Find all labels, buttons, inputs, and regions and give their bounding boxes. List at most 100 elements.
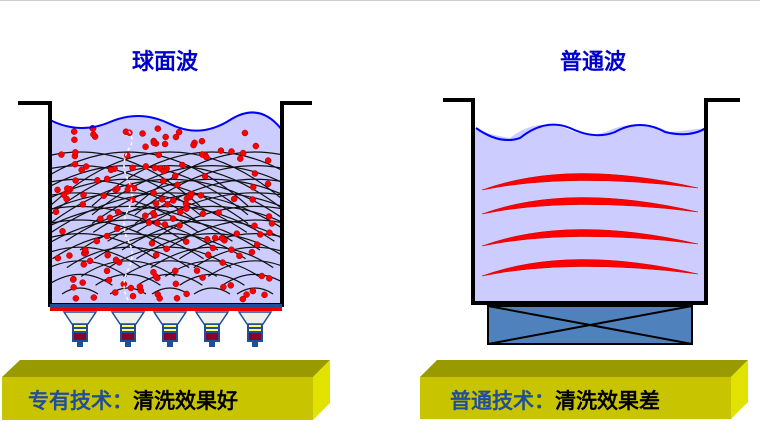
bubble xyxy=(150,189,157,197)
bubble xyxy=(169,197,177,204)
transducer-base xyxy=(164,333,176,340)
bubble xyxy=(188,190,195,198)
bubble xyxy=(114,225,121,232)
bubble xyxy=(71,136,78,144)
transducer-horn xyxy=(110,311,146,325)
transducer-pin xyxy=(252,342,258,347)
bubble xyxy=(264,180,272,188)
bubble xyxy=(70,128,78,135)
bubble xyxy=(237,155,244,162)
bubble xyxy=(152,251,160,259)
bubble xyxy=(217,147,225,154)
bubble xyxy=(129,196,136,203)
bubble xyxy=(111,289,119,296)
bubble xyxy=(156,295,163,302)
bubble xyxy=(215,209,222,216)
bubble xyxy=(183,205,190,212)
bubble xyxy=(160,167,167,175)
right-title: 普通波 xyxy=(559,50,626,75)
bubble xyxy=(158,196,166,203)
spherical-wave-tank xyxy=(18,101,312,347)
bubble xyxy=(257,231,264,238)
left-title: 球面波 xyxy=(131,50,198,75)
bubble xyxy=(205,251,212,259)
transducer-horn xyxy=(152,311,188,325)
wavefront-arc xyxy=(164,219,280,251)
transducer-pin xyxy=(209,342,215,347)
transducer-stripe xyxy=(74,325,86,327)
bubble xyxy=(172,280,180,288)
wavefront-arc xyxy=(121,219,280,251)
bubble xyxy=(258,272,266,280)
bubble xyxy=(268,220,276,227)
left-label-plate xyxy=(2,360,330,420)
bubble xyxy=(176,222,183,229)
bubble xyxy=(72,149,79,156)
bubble xyxy=(94,177,101,184)
bubble xyxy=(105,276,113,284)
bubble xyxy=(211,234,219,242)
bubble xyxy=(112,256,120,264)
wavefront-arc xyxy=(52,205,233,242)
bubble xyxy=(52,208,60,216)
bubble xyxy=(203,153,210,161)
bubble xyxy=(150,139,158,147)
transducer-array xyxy=(62,311,273,347)
bubble xyxy=(107,166,115,174)
bubble xyxy=(190,141,197,149)
bubble xyxy=(70,284,77,291)
bubble xyxy=(175,128,183,136)
bubble xyxy=(54,186,61,194)
bubble xyxy=(79,279,86,286)
bubble xyxy=(183,290,190,298)
bubble xyxy=(251,222,258,230)
transducer xyxy=(194,311,230,347)
transducer-stripe xyxy=(206,329,218,331)
wavefront-arc xyxy=(193,246,280,269)
wave-front xyxy=(481,173,699,191)
transducer xyxy=(62,311,98,347)
bubble xyxy=(90,294,98,301)
bubble xyxy=(228,246,235,253)
bubble xyxy=(193,267,201,274)
wavefront-arc xyxy=(207,260,280,277)
wavefront-arc xyxy=(52,151,201,207)
bubble xyxy=(72,295,80,302)
bubble xyxy=(71,160,79,168)
bubble xyxy=(154,125,162,132)
wavefront-arc xyxy=(135,192,280,233)
wavefront-arc xyxy=(52,233,156,260)
wavefront-arc xyxy=(91,151,280,207)
bubble xyxy=(264,157,272,164)
ordinary-wave-tank xyxy=(443,98,740,345)
wavefront-arc xyxy=(222,273,280,286)
transducer-stripe xyxy=(122,325,134,327)
bubble xyxy=(103,175,111,183)
bubble xyxy=(253,241,261,248)
bubble xyxy=(174,181,181,189)
bubble xyxy=(142,143,149,151)
bubble xyxy=(93,237,101,245)
wave-front xyxy=(481,229,699,247)
transducer-base xyxy=(122,333,134,340)
bubble xyxy=(177,208,184,216)
bubble xyxy=(78,166,85,174)
transducer xyxy=(110,311,146,347)
left-tank-floor xyxy=(50,304,282,308)
bubble xyxy=(239,149,247,157)
bubble xyxy=(152,200,160,207)
bubble xyxy=(159,177,167,185)
bubble xyxy=(58,151,65,158)
bubble xyxy=(66,252,73,259)
bubble xyxy=(152,273,160,280)
right-water-surface xyxy=(475,123,707,141)
left-caption-prefix: 专有技术： xyxy=(28,389,133,413)
right-caption: 普通技术：清洗效果差 xyxy=(450,385,660,415)
transducer-stripe xyxy=(164,325,176,327)
bubble xyxy=(173,295,181,302)
wave-front xyxy=(481,197,699,215)
bubble xyxy=(151,164,159,172)
wavefront-arc xyxy=(107,205,280,242)
bubble xyxy=(69,276,77,283)
wave-front xyxy=(481,259,699,277)
